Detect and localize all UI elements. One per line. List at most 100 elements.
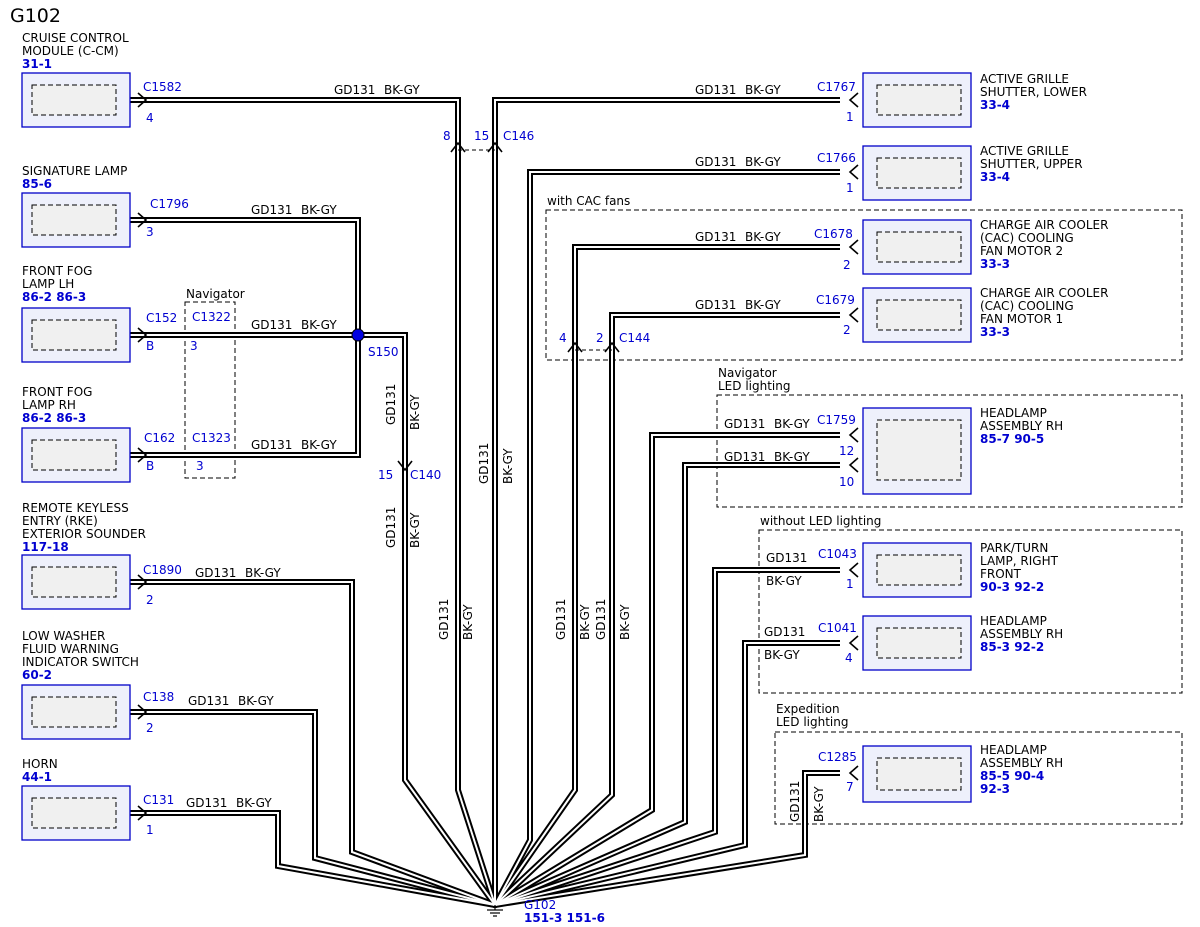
connector-label: C1043 bbox=[818, 547, 857, 561]
ground-label: G102 bbox=[524, 898, 556, 912]
component-refs: 86-2 86-3 bbox=[22, 290, 86, 304]
connector-label: C152 bbox=[146, 311, 177, 325]
component-name: ENTRY (RKE) bbox=[22, 514, 98, 528]
component-name: ASSEMBLY RH bbox=[980, 419, 1063, 433]
wire-circuit-label: GD131 bbox=[594, 599, 608, 640]
component-refs: 90-3 92-2 bbox=[980, 580, 1044, 594]
c1323-label: C1323 bbox=[192, 431, 231, 445]
pin-label: 2 bbox=[843, 323, 851, 337]
wire-circuit-label: GD131 bbox=[695, 230, 736, 244]
wire-color-label: BK-GY bbox=[301, 438, 337, 452]
component-name: EXTERIOR SOUNDER bbox=[22, 527, 146, 541]
wire-circuit-label: GD131 bbox=[724, 417, 765, 431]
c144-label: C144 bbox=[619, 331, 650, 345]
wire-color-label: BK-GY bbox=[745, 83, 781, 97]
connector-label: C1041 bbox=[818, 621, 857, 635]
pin-label: B bbox=[146, 339, 154, 353]
component-refs: 31-1 bbox=[22, 57, 52, 71]
component-name: CHARGE AIR COOLER bbox=[980, 286, 1108, 300]
pin-label: 4 bbox=[845, 651, 853, 665]
connector-arrow bbox=[848, 307, 859, 323]
pin-label: 4 bbox=[146, 111, 154, 125]
connector-label: C1796 bbox=[150, 197, 189, 211]
component-refs: 92-3 bbox=[980, 782, 1010, 796]
connector-arrow bbox=[848, 457, 859, 473]
pin-label: 12 bbox=[839, 444, 854, 458]
connector-arrow bbox=[848, 765, 859, 781]
connector-arrow bbox=[848, 562, 859, 578]
wire-color-label: BK-GY bbox=[301, 203, 337, 217]
navigator-group-box bbox=[184, 301, 236, 479]
c146-label: C146 bbox=[503, 129, 534, 143]
pin-label: 1 bbox=[846, 577, 854, 591]
wire-color-label: BK-GY bbox=[774, 450, 810, 464]
wire-color-label: BK-GY bbox=[812, 786, 826, 822]
wire-circuit-label: GD131 bbox=[384, 507, 398, 548]
connector-arrow bbox=[848, 92, 859, 108]
component-name: LAMP, RIGHT bbox=[980, 554, 1059, 568]
without-led-group-box bbox=[758, 529, 1183, 694]
wire-circuit-label: GD131 bbox=[188, 694, 229, 708]
connector-label: C1285 bbox=[818, 750, 857, 764]
wire-color-label: BK-GY bbox=[618, 604, 632, 640]
connector-label: C1759 bbox=[817, 413, 856, 427]
ground-refs: 151-3 151-6 bbox=[524, 911, 605, 925]
c1322-pin: 3 bbox=[190, 339, 198, 353]
wire-color-label: BK-GY bbox=[245, 566, 281, 580]
pin-label: 10 bbox=[839, 475, 854, 489]
connector-arrow bbox=[137, 92, 148, 108]
connector-label: C1890 bbox=[143, 563, 182, 577]
c146-pin-15: 15 bbox=[474, 129, 489, 143]
wire-circuit-label: GD131 bbox=[477, 443, 491, 484]
connector-label: C1582 bbox=[143, 80, 182, 94]
component-refs: 85-6 bbox=[22, 177, 52, 191]
pin-label: 2 bbox=[146, 721, 154, 735]
wire-circuit-label: GD131 bbox=[695, 298, 736, 312]
pin-label: 1 bbox=[846, 181, 854, 195]
connector-label: C1678 bbox=[814, 227, 853, 241]
connector-arrow bbox=[137, 327, 148, 343]
c144-pin2-arrow bbox=[604, 341, 620, 353]
c140-arrow bbox=[397, 460, 413, 472]
component-name: LAMP LH bbox=[22, 277, 74, 291]
wire-color-label: BK-GY bbox=[745, 230, 781, 244]
wire-color-label: BK-GY bbox=[745, 298, 781, 312]
pin-label: 1 bbox=[146, 823, 154, 837]
c144-pin4-arrow bbox=[567, 341, 583, 353]
navigator-led-group-label-1: Navigator bbox=[718, 366, 777, 380]
component-name: FRONT bbox=[980, 567, 1022, 581]
ground-g102: G102 151-3 151-6 bbox=[487, 898, 605, 925]
component-name: ASSEMBLY RH bbox=[980, 627, 1063, 641]
wire-labels: GD131 BK-GY GD131 BK-GY GD131 BK-GY GD13… bbox=[186, 83, 810, 810]
wire-color-label: BK-GY bbox=[766, 574, 802, 588]
component-name: CHARGE AIR COOLER bbox=[980, 218, 1108, 232]
connector-label: C131 bbox=[143, 793, 174, 807]
wire-circuit-label: GD131 bbox=[554, 599, 568, 640]
connector-label: C162 bbox=[144, 431, 175, 445]
connector-arrow bbox=[137, 447, 148, 463]
component-refs: 44-1 bbox=[22, 770, 52, 784]
pin-label: 3 bbox=[146, 225, 154, 239]
component-name: ACTIVE GRILLE bbox=[980, 144, 1069, 158]
wire-color-label: BK-GY bbox=[578, 604, 592, 640]
component-name: FRONT FOG bbox=[22, 385, 92, 399]
component-name: LAMP RH bbox=[22, 398, 76, 412]
cac-fans-group-box bbox=[545, 209, 1183, 361]
without-led-group-label: without LED lighting bbox=[760, 514, 881, 528]
connector-arrow bbox=[137, 704, 148, 720]
wire-color-label: BK-GY bbox=[236, 796, 272, 810]
wire-color-label: BK-GY bbox=[301, 318, 337, 332]
c140-label: C140 bbox=[410, 468, 441, 482]
navigator-group-label: Navigator bbox=[186, 287, 245, 301]
wire-circuit-label: GD131 bbox=[788, 781, 802, 822]
component-name: HEADLAMP bbox=[980, 743, 1047, 757]
wire-circuit-label: GD131 bbox=[724, 450, 765, 464]
component-name: (CAC) COOLING bbox=[980, 231, 1074, 245]
wire-color-label: BK-GY bbox=[774, 417, 810, 431]
c146-pin15-arrow bbox=[487, 141, 503, 153]
component-refs: 85-3 92-2 bbox=[980, 640, 1044, 654]
wire-circuit-label: GD131 bbox=[695, 83, 736, 97]
c144-pin-4: 4 bbox=[559, 331, 567, 345]
wire-circuit-label: GD131 bbox=[195, 566, 236, 580]
c146-pin-8: 8 bbox=[443, 129, 451, 143]
